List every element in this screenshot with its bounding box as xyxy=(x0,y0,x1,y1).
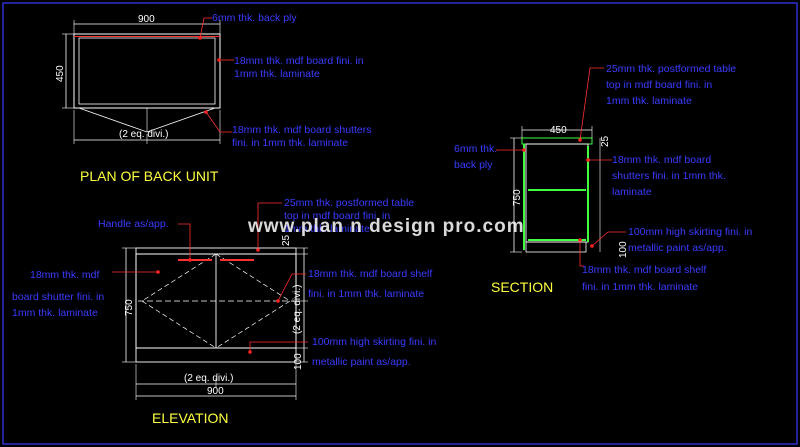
section-note-shelf-2: fini. in 1mm thk. laminate xyxy=(582,281,698,293)
section-note-top-2: top in mdf board fini. in xyxy=(606,79,712,91)
elevation-note-skirting-1: 100mm high skirting fini. in xyxy=(312,336,436,348)
section-note-back-1: 6mm thk. xyxy=(454,143,497,155)
section-note-top-3: 1mm thk. laminate xyxy=(606,95,692,107)
elevation-leader-shelf xyxy=(277,273,306,302)
elevation-leader-skirting xyxy=(249,341,308,352)
elevation-dim-equal-horizontal: (2 eq. divi.) xyxy=(184,373,233,384)
plan-title: PLAN OF BACK UNIT xyxy=(80,168,219,184)
elevation-note-shelf-1: 18mm thk. mdf board shelf xyxy=(308,268,432,280)
elevation-view: 750 25 (2 eq. divi.) 100 (2 eq. divi.) 9… xyxy=(12,197,436,426)
elevation-note-shelf-2: fini. in 1mm thk. laminate xyxy=(308,288,424,300)
plan-note-shutters-2: fini. in 1mm thk. laminate xyxy=(232,137,348,149)
elevation-dim-equal-vertical: (2 eq. divi.) xyxy=(292,285,303,334)
section-title: SECTION xyxy=(491,279,553,295)
elevation-leader-handle xyxy=(178,223,191,260)
plan-dim-width: 900 xyxy=(138,14,155,25)
elevation-note-top-1: 25mm thk. postformed table xyxy=(284,197,414,209)
elevation-title: ELEVATION xyxy=(152,410,229,426)
plan-view: 900 450 (2 eq. divi.) 6mm thk. back ply … xyxy=(55,12,371,184)
section-view: 450 750 25 100 25mm thk. postformed tabl… xyxy=(454,63,752,295)
elevation-right-shutter-swing xyxy=(215,253,291,349)
elevation-table-top xyxy=(135,247,297,255)
section-body xyxy=(525,143,589,243)
elevation-dim-skirting: 100 xyxy=(293,353,304,370)
plan-note-shutters-1: 18mm thk. mdf board shutters xyxy=(232,124,371,136)
section-dim-depth: 450 xyxy=(550,125,567,136)
elevation-note-shutter-3: 1mm thk. laminate xyxy=(12,307,98,319)
section-note-shelf-1: 18mm thk. mdf board shelf xyxy=(582,264,706,276)
elevation-note-shutter-1: 18mm thk. mdf xyxy=(30,269,100,281)
plan-note-board-2: 1mm thk. laminate xyxy=(234,68,320,80)
section-dim-skirting: 100 xyxy=(618,241,629,258)
plan-cabinet-inner xyxy=(78,37,216,105)
plan-leader-back xyxy=(199,17,212,39)
section-note-shutters-1: 18mm thk. mdf board xyxy=(612,154,711,166)
section-skirting xyxy=(525,241,587,253)
plan-note-back-ply: 6mm thk. back ply xyxy=(212,12,297,24)
plan-dim-shutters: (2 eq. divi.) xyxy=(119,129,168,140)
section-dim-top: 25 xyxy=(600,135,611,147)
section-note-skirting-2: metallic paint as/app. xyxy=(628,242,727,254)
plan-leader-shutters xyxy=(205,111,232,133)
elevation-left-shutter-swing xyxy=(141,253,217,349)
watermark: www.plan n design pro.com xyxy=(247,216,525,237)
section-note-back-2: back ply xyxy=(454,159,493,171)
section-leader-shelf xyxy=(579,240,584,267)
elevation-leader-top xyxy=(257,202,282,250)
section-leader-top xyxy=(579,67,604,141)
plan-note-board-1: 18mm thk. mdf board fini. in xyxy=(234,55,364,67)
section-note-skirting-1: 100mm high skirting fini. in xyxy=(628,226,752,238)
elevation-note-skirting-2: metallic paint as/app. xyxy=(312,356,411,368)
elevation-note-top-3: 1mm thk. laminate xyxy=(284,223,370,235)
section-leader-skirting xyxy=(591,231,626,247)
elevation-skirting xyxy=(135,347,297,363)
plan-dim-depth: 450 xyxy=(55,65,66,82)
section-note-shutters-2: shutters fini. in 1mm thk. xyxy=(612,170,726,182)
plan-cabinet-outline xyxy=(73,33,221,109)
section-note-shutters-3: laminate xyxy=(612,186,652,198)
section-table-top xyxy=(521,137,593,145)
elevation-note-handle: Handle as/app. xyxy=(98,218,169,230)
elevation-dim-top: 25 xyxy=(281,234,292,246)
section-note-top-1: 25mm thk. postformed table xyxy=(606,63,736,75)
elevation-dim-height: 750 xyxy=(124,299,135,316)
elevation-note-top-2: top in mdf board fini. in xyxy=(284,210,390,222)
section-dim-height: 750 xyxy=(512,189,523,206)
elevation-note-shutter-2: board shutter fini. in xyxy=(12,291,104,303)
elevation-dim-width: 900 xyxy=(207,386,224,397)
